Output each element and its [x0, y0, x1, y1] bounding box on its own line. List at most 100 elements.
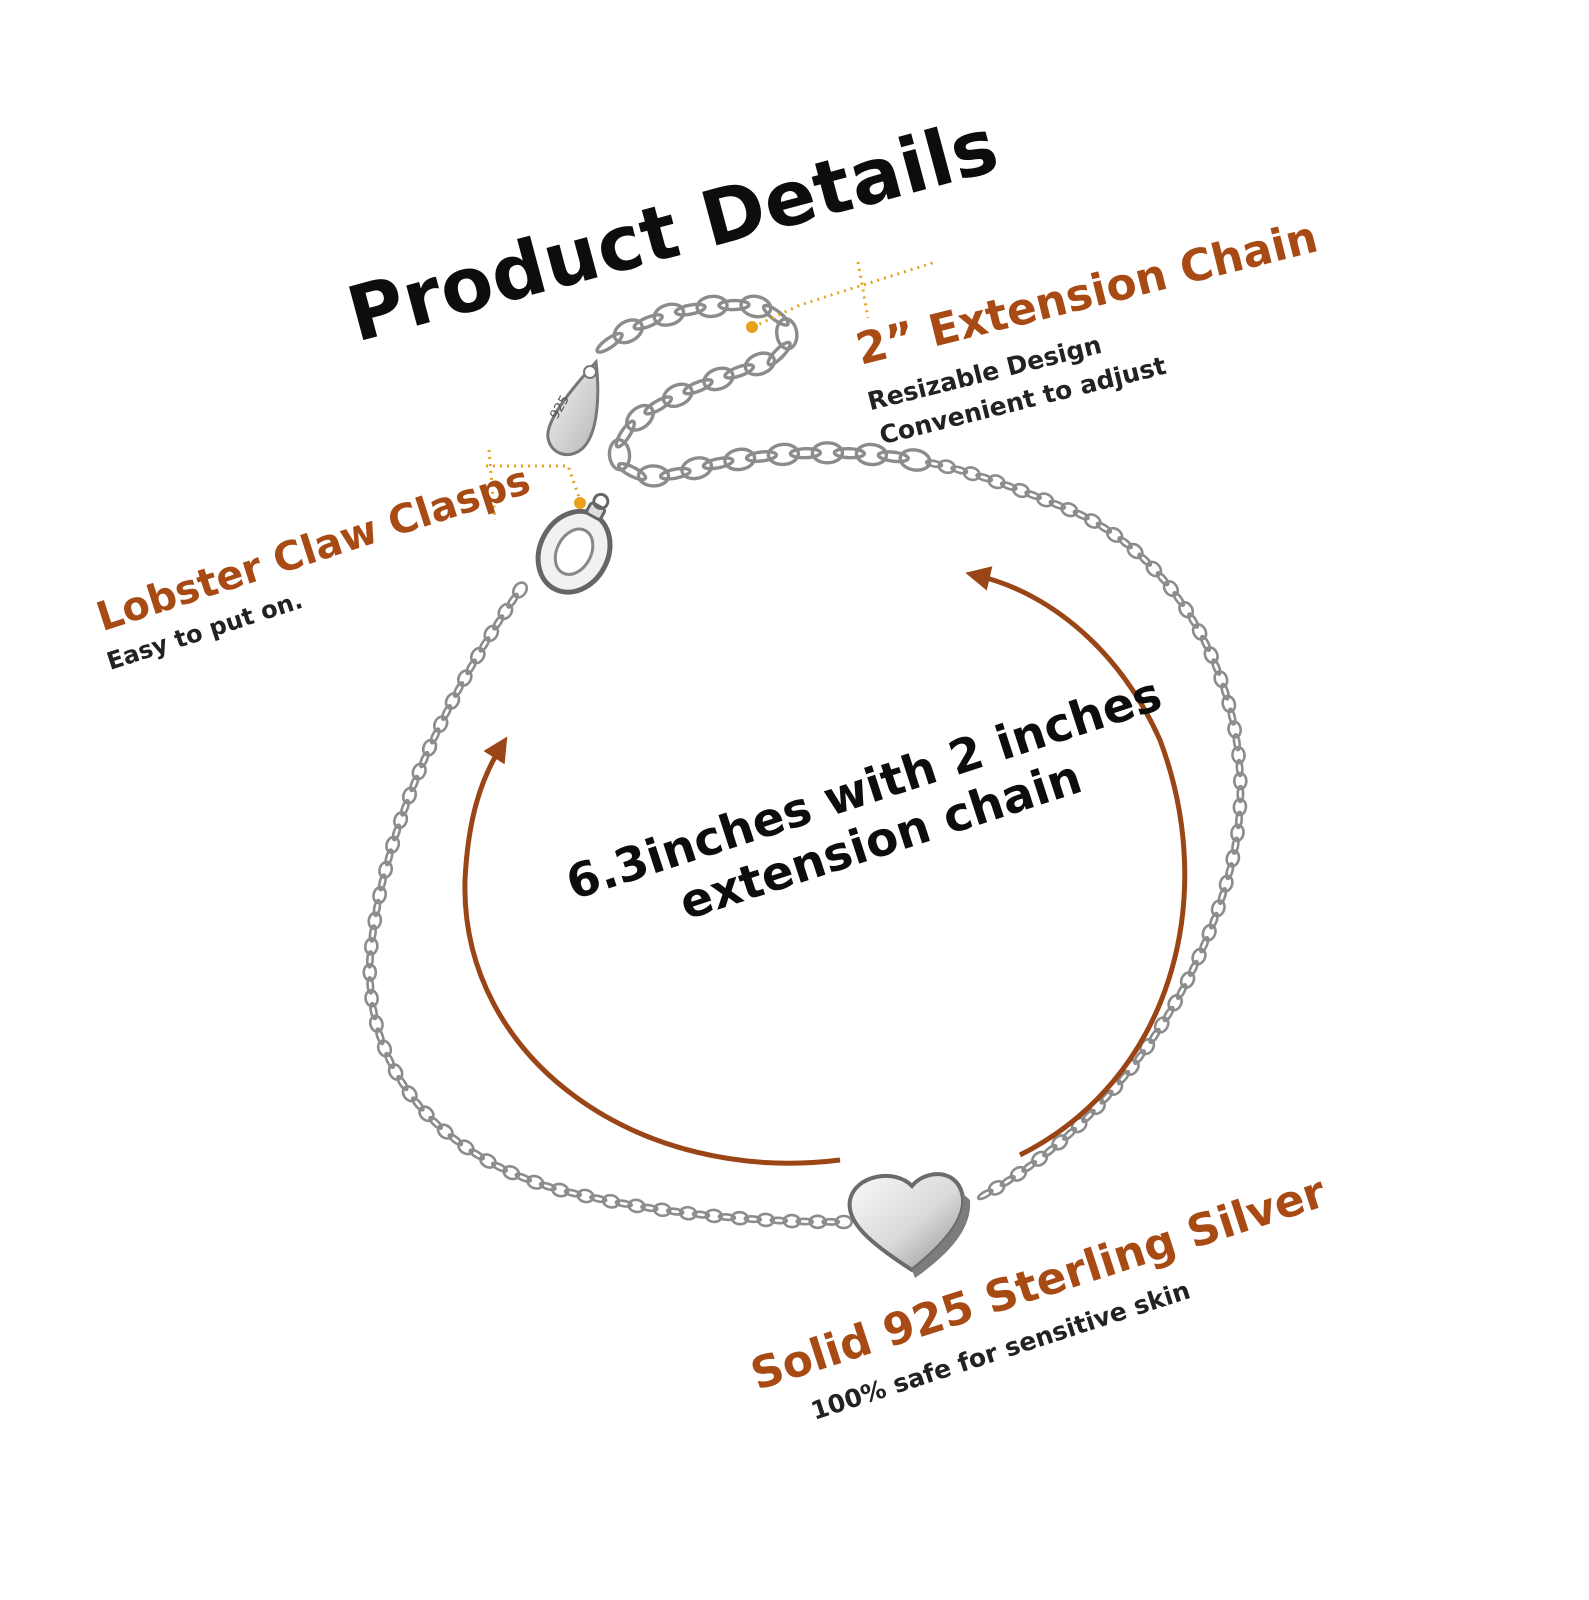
chain-link: [717, 298, 751, 312]
chain-link: [614, 419, 636, 449]
chain-link: [411, 762, 427, 781]
chain-link: [1221, 694, 1237, 714]
chain-link: [399, 798, 411, 817]
chain-link: [701, 456, 735, 471]
chain-link: [1179, 971, 1196, 989]
chain-link: [595, 331, 624, 354]
chain-link: [469, 646, 486, 665]
chain-link: [653, 1202, 672, 1218]
leader-clasp: [486, 449, 582, 521]
chain-link: [1191, 947, 1207, 966]
chain-link: [401, 786, 418, 805]
chain-link: [375, 1027, 385, 1046]
chain-link: [717, 1213, 737, 1222]
chain-link: [368, 924, 377, 943]
chain-link: [1210, 899, 1226, 918]
chain-link: [612, 318, 645, 345]
chain-link: [1148, 1027, 1161, 1045]
chain-link: [1232, 771, 1248, 791]
chain-link: [1106, 526, 1124, 543]
chain-link: [1231, 745, 1246, 765]
chain-link: [1072, 509, 1090, 521]
chain-link: [1060, 502, 1079, 518]
chain-link: [652, 302, 686, 327]
chain-link: [563, 1188, 583, 1198]
chain-link: [702, 366, 735, 392]
heart-charm: [847, 1172, 971, 1278]
chain-link: [387, 1063, 404, 1081]
chain-link: [1178, 600, 1195, 619]
chain-link: [538, 1181, 557, 1192]
chain-link: [421, 738, 438, 757]
chain-link: [410, 1096, 425, 1112]
chain-link: [1199, 634, 1212, 652]
chain-link: [950, 465, 969, 475]
chain-link: [821, 1217, 840, 1226]
chain-link: [691, 1210, 711, 1219]
chain-link: [428, 1115, 444, 1131]
chain-link: [384, 848, 394, 867]
chain-link: [457, 1139, 475, 1156]
chain-link: [396, 1074, 409, 1092]
chain-link: [1236, 784, 1245, 804]
chain-link: [1162, 1005, 1175, 1023]
measure-arrow-left: [462, 736, 841, 1166]
chain-link: [497, 602, 514, 621]
chain-link: [975, 472, 994, 483]
chain-link: [363, 937, 379, 956]
chain-link: [723, 447, 757, 472]
chain-link: [614, 1199, 633, 1208]
chain-link: [898, 448, 932, 472]
chain-link: [444, 692, 461, 710]
chain-link: [1187, 612, 1200, 629]
leader-dot-clasp: [574, 497, 586, 509]
chain-link: [479, 1153, 497, 1169]
chain-link: [1232, 732, 1242, 752]
chain-link: [378, 860, 394, 879]
chain-link: [1234, 810, 1244, 830]
chain-link: [987, 1180, 1006, 1196]
chain-link: [1051, 1134, 1069, 1151]
chain-link: [1187, 959, 1199, 977]
chain-link: [743, 1215, 763, 1224]
chain-link: [1126, 542, 1144, 560]
chain-link: [876, 450, 910, 464]
chain-link: [739, 294, 773, 319]
chain-link: [440, 703, 453, 722]
chain-link: [1167, 993, 1184, 1012]
chain-link: [551, 1182, 570, 1198]
chain-link: [1083, 513, 1102, 529]
chain-link: [782, 1213, 802, 1229]
chain-link: [1191, 623, 1208, 641]
chain-link: [1227, 707, 1237, 726]
chain-link: [616, 462, 648, 482]
chain-link: [1211, 658, 1222, 676]
chain-link: [372, 898, 382, 918]
chain-link: [478, 636, 491, 653]
chain-link: [730, 1210, 750, 1226]
chain-link: [1116, 1069, 1131, 1086]
chain-link: [369, 1001, 378, 1021]
chain-link: [1162, 580, 1180, 598]
chain-link: [632, 313, 664, 331]
chain-link: [1145, 560, 1163, 578]
chain-link: [362, 963, 378, 982]
chain-link: [506, 592, 519, 609]
chain-link: [1232, 797, 1248, 817]
chain-link: [627, 1198, 646, 1214]
chain-link: [1024, 490, 1042, 501]
chain-link: [492, 614, 505, 631]
chain-link: [1042, 1143, 1058, 1158]
chain-link: [429, 727, 441, 745]
chain-link: [854, 442, 889, 467]
chain-link: [377, 873, 387, 892]
chain-link: [1030, 1150, 1049, 1167]
chain-link: [834, 1214, 854, 1230]
chain-link: [366, 976, 375, 995]
chain-link: [465, 658, 478, 676]
chain-link: [1175, 983, 1188, 1000]
chain-link: [576, 1188, 595, 1204]
bracelet-chain: [362, 459, 1248, 1230]
chain-link: [601, 1193, 621, 1209]
